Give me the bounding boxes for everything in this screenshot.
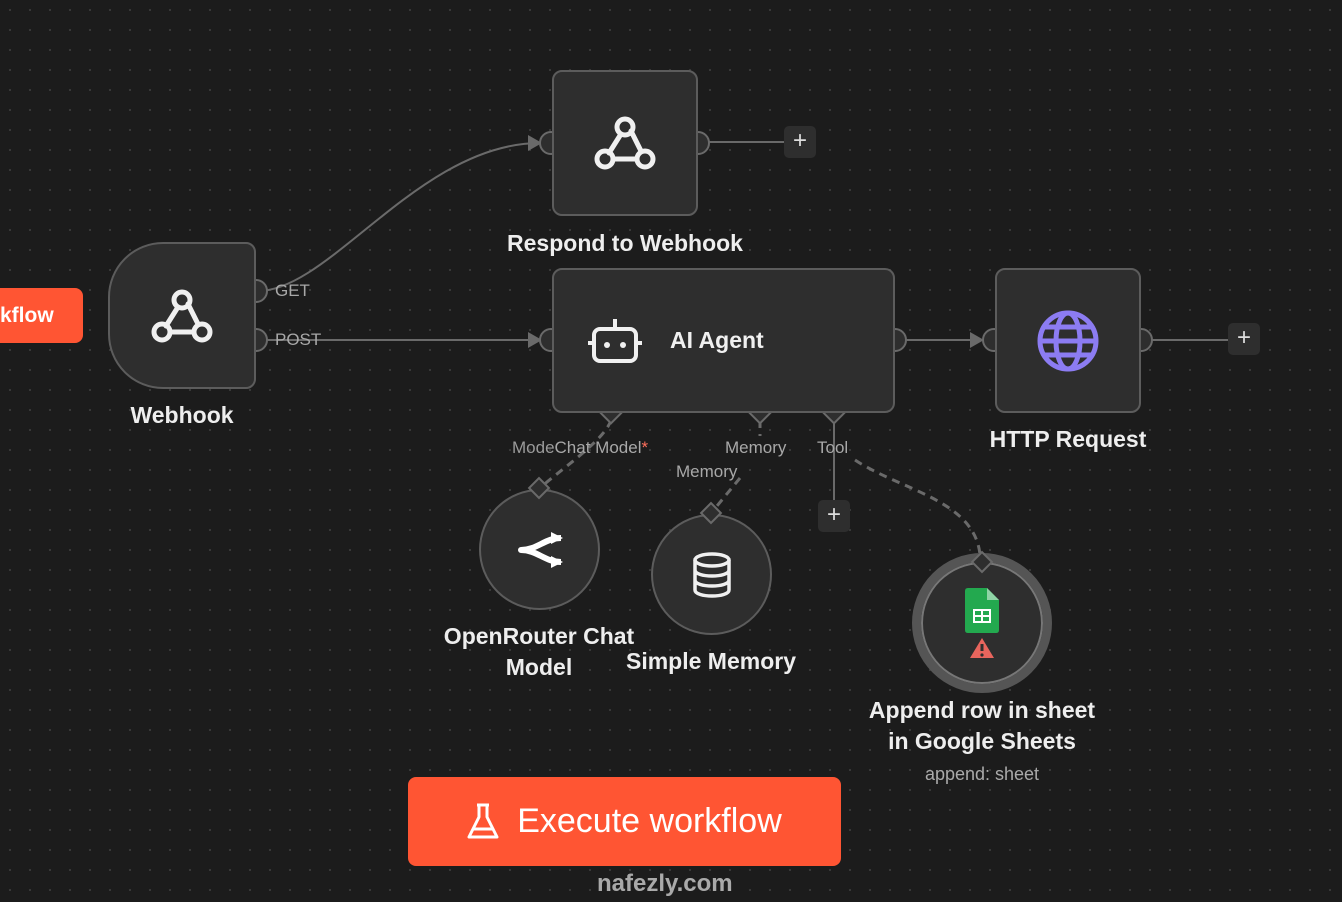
model-input-diamond xyxy=(527,476,551,500)
add-tool-plus-button[interactable]: + xyxy=(818,500,850,532)
add-node-plus-button[interactable]: + xyxy=(1228,323,1260,355)
output-get-label: GET xyxy=(275,281,310,300)
google-sheets-node[interactable] xyxy=(912,553,1052,693)
http-request-label: HTTP Request xyxy=(989,426,1147,452)
sheets-input-diamond xyxy=(970,550,994,574)
webhook-icon xyxy=(594,116,656,170)
simple-memory-node[interactable] xyxy=(651,514,772,635)
google-sheets-icon xyxy=(965,587,999,633)
simple-memory-label: Simple Memory xyxy=(626,648,796,674)
output-post-label: POST xyxy=(275,330,322,349)
ai-agent-node[interactable]: AI Agent xyxy=(552,268,895,413)
respond-label: Respond to Webhook xyxy=(507,230,743,256)
database-icon xyxy=(692,551,731,598)
openrouter-icon xyxy=(517,531,563,568)
tool-port-label: Tool xyxy=(817,438,849,457)
webhook-node[interactable] xyxy=(108,242,256,389)
memory-port-label: Memory xyxy=(725,438,787,457)
webhook-label: Webhook xyxy=(130,402,234,428)
http-request-node[interactable] xyxy=(995,268,1141,413)
webhook-icon xyxy=(151,289,213,342)
execute-workflow-button-partial[interactable]: kflow xyxy=(0,288,83,343)
edge-get-respond xyxy=(257,142,541,292)
watermark: nafezly.com xyxy=(597,870,733,897)
globe-icon xyxy=(1037,310,1099,371)
warning-icon[interactable] xyxy=(969,637,995,659)
memory-input-diamond xyxy=(699,501,723,525)
google-sheets-subtitle: append: sheet xyxy=(924,764,1040,784)
edge-tool-sheets xyxy=(854,458,982,556)
respond-to-webhook-node[interactable] xyxy=(552,70,698,216)
simple-memory-port-label: Memory xyxy=(676,462,738,481)
flask-icon xyxy=(467,803,499,838)
robot-icon xyxy=(588,318,642,363)
add-node-plus-button[interactable]: + xyxy=(784,126,816,158)
model-port-label: ModeChat Model* xyxy=(512,438,649,457)
arrowheads xyxy=(528,135,984,348)
edge-model xyxy=(538,419,613,490)
openrouter-chat-model-node[interactable] xyxy=(479,489,600,610)
ai-agent-label: AI Agent xyxy=(670,327,764,353)
execute-workflow-button[interactable]: Execute workflow xyxy=(408,777,841,866)
